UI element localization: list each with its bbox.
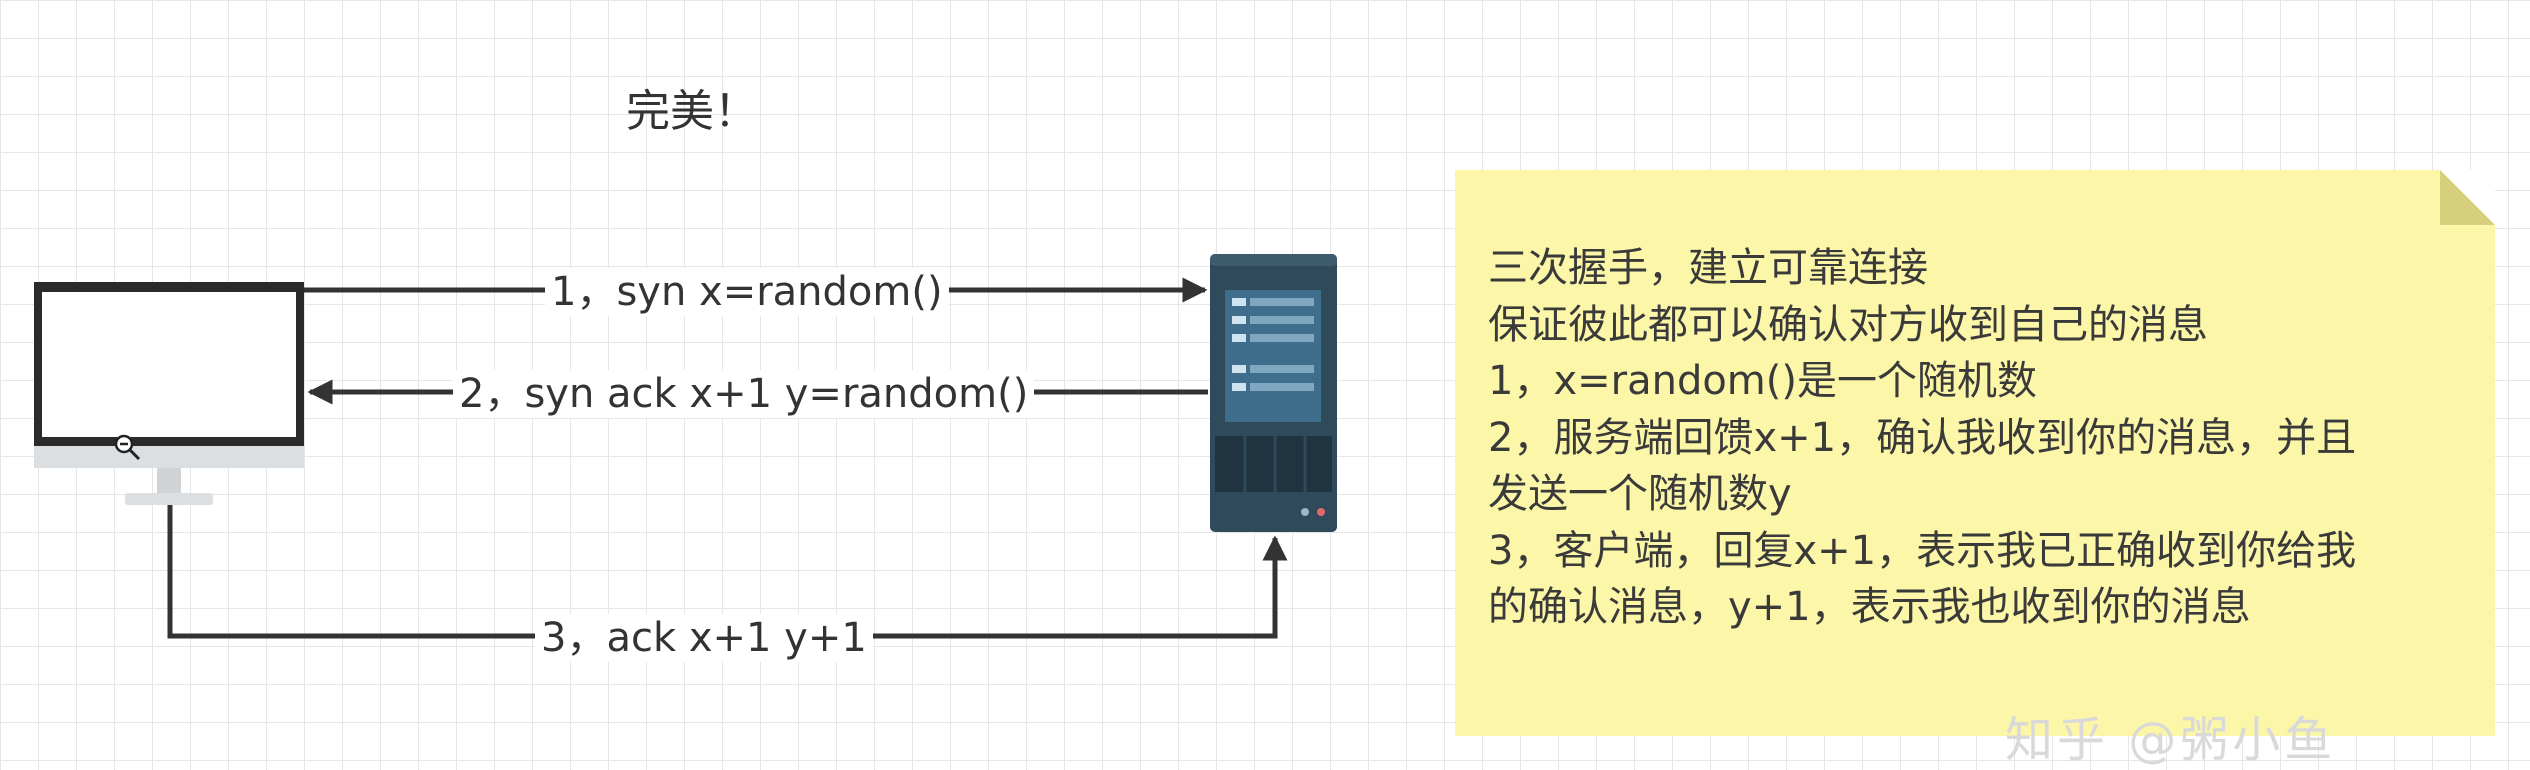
watermark: 知乎 @粥小鱼 — [2005, 712, 2337, 768]
arrow-label-ack: 3，ack x+1 y+1 — [535, 614, 873, 662]
note-line: 3，客户端，回复x+1，表示我已正确收到你给我 — [1488, 527, 2357, 574]
server-icon — [1210, 254, 1337, 532]
note-line: 2，服务端回馈x+1，确认我收到你的消息，并且 — [1488, 414, 2357, 461]
diagram-heading: 完美！ — [626, 86, 758, 137]
sticky-note-text: 三次握手，建立可靠连接 保证彼此都可以确认对方收到自己的消息 1，x=rando… — [1488, 240, 2478, 636]
note-line: 三次握手，建立可靠连接 — [1488, 245, 1928, 291]
note-line: 发送一个随机数y — [1488, 471, 1792, 517]
diagram-canvas — [34, 254, 1337, 639]
note-line: 1，x=random()是一个随机数 — [1488, 358, 2037, 404]
sticky-note — [1455, 170, 2495, 736]
monitor-icon — [34, 282, 304, 505]
sticky-note-fold — [2440, 170, 2495, 225]
note-line: 的确认消息，y+1，表示我也收到你的消息 — [1488, 584, 2251, 630]
note-line: 保证彼此都可以确认对方收到自己的消息 — [1488, 301, 2208, 348]
arrow-label-syn: 1，syn x=random() — [545, 268, 949, 316]
zoom-out-cursor-icon — [113, 433, 143, 470]
arrow-label-syn-ack: 2，syn ack x+1 y=random() — [453, 370, 1035, 418]
